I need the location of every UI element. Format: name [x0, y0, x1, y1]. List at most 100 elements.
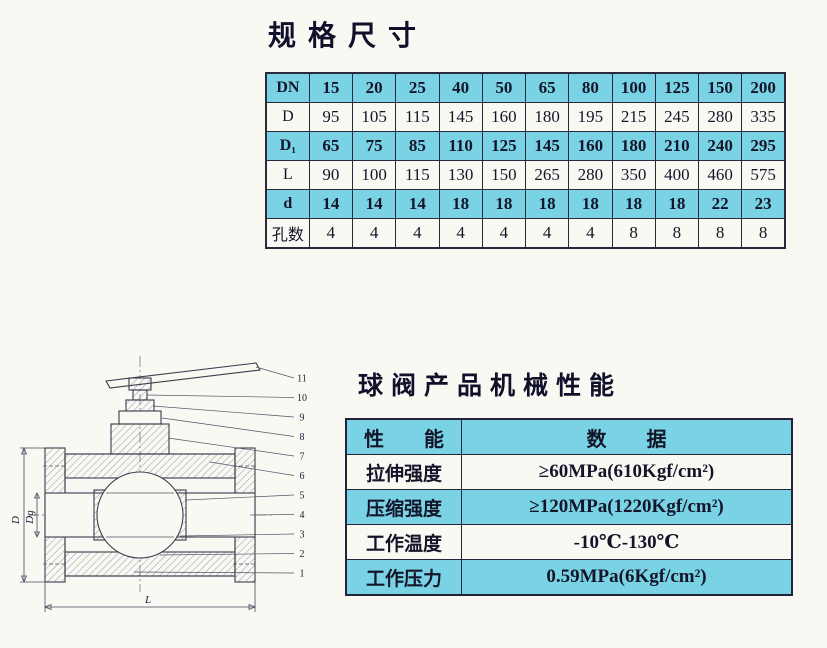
handle-nut: [128, 377, 152, 391]
perf-title: 球阀产品机械性能: [358, 373, 623, 400]
part-number: 7: [300, 452, 305, 463]
ball: [96, 471, 184, 559]
spec-cell: 115: [395, 160, 440, 190]
perf-row-value: -10℃-130℃: [461, 524, 793, 560]
leader-line: [159, 553, 295, 556]
spec-cell: 18: [611, 189, 656, 219]
part-number: 2: [300, 549, 305, 560]
spec-cell: 215: [611, 102, 656, 132]
perf-row-value: ≥120MPa(1220Kgf/cm²): [461, 489, 793, 525]
spec-cell: 280: [697, 102, 743, 132]
spec-cell: 295: [741, 131, 786, 161]
dim-arrows: [20, 446, 28, 584]
dim-arrows: [43, 603, 257, 611]
spec-cell: 125: [481, 131, 527, 161]
perf-row-value: 0.59MPa(6Kgf/cm²): [461, 559, 793, 596]
part-number: 8: [300, 432, 305, 443]
spec-cell: 100: [611, 72, 656, 103]
leader-line: [146, 394, 295, 398]
leader-line: [133, 571, 295, 574]
stuffing-box: [118, 410, 162, 425]
spec-cell: 22: [697, 189, 743, 219]
spec-cell: 50: [481, 72, 527, 103]
perf-header-property: 性 能: [345, 418, 462, 455]
spec-cell: 18: [438, 189, 483, 219]
spec-cell: 4: [481, 218, 527, 249]
spec-cell: 100: [351, 160, 397, 190]
spec-cell: 160: [568, 131, 613, 161]
dim-arrows: [33, 492, 41, 538]
leader-line: [185, 494, 295, 501]
spec-cell: 125: [654, 72, 700, 103]
perf-table-row: 工作温度-10℃-130℃: [345, 524, 793, 560]
spec-cell: 210: [654, 131, 700, 161]
spec-cell: 4: [351, 218, 397, 249]
spec-cell: 65: [308, 131, 354, 161]
perf-row-label: 工作压力: [345, 559, 462, 596]
spec-cell: 350: [611, 160, 656, 190]
spec-cell: 18: [481, 189, 527, 219]
spec-cell: 160: [481, 102, 527, 132]
perf-row-label: 工作温度: [345, 524, 462, 560]
spec-cell: 14: [395, 189, 440, 219]
spec-cell: 18: [568, 189, 613, 219]
spec-cell: 145: [524, 131, 570, 161]
spec-cell: 195: [568, 102, 613, 132]
part-number: 1: [300, 569, 305, 580]
spec-cell: 25: [395, 72, 440, 103]
spec-row-label: L: [265, 160, 310, 190]
spec-cell: 4: [308, 218, 354, 249]
spec-cell: 245: [654, 102, 700, 132]
spec-cell: 145: [438, 102, 483, 132]
spec-cell: 90: [308, 160, 354, 190]
part-number: 6: [300, 471, 305, 482]
spec-cell: 8: [697, 218, 743, 249]
perf-row-value: ≥60MPa(610Kgf/cm²): [461, 454, 793, 490]
leader-line: [179, 533, 295, 537]
spec-cell: 75: [351, 131, 397, 161]
part-number: 3: [300, 530, 305, 541]
spec-cell: 14: [308, 189, 354, 219]
leader-line: [209, 461, 295, 476]
spec-cell: 4: [438, 218, 483, 249]
part-number: 10: [297, 393, 307, 404]
spec-cell: 40: [438, 72, 483, 103]
part-number: 4: [300, 510, 305, 521]
spec-cell: 280: [568, 160, 613, 190]
leader-line: [167, 437, 295, 457]
spec-cell: 65: [524, 72, 570, 103]
spec-cell: 200: [741, 72, 786, 103]
spec-cell: 4: [524, 218, 570, 249]
spec-cell: 400: [654, 160, 700, 190]
spec-cell: 335: [741, 102, 786, 132]
spec-row-label: 孔数: [265, 218, 310, 249]
part-number: 11: [297, 374, 307, 385]
spec-cell: 110: [438, 131, 483, 161]
perf-table: 性 能 数 据 拉伸强度≥60MPa(610Kgf/cm²)压缩强度≥120MP…: [345, 418, 793, 596]
spec-cell: 180: [611, 131, 656, 161]
perf-row-label: 压缩强度: [345, 489, 462, 525]
spec-cell: 14: [351, 189, 397, 219]
spec-cell: 8: [741, 218, 786, 249]
spec-cell: 150: [481, 160, 527, 190]
bonnet: [110, 423, 170, 455]
spec-cell: 130: [438, 160, 483, 190]
perf-header-row: 性 能 数 据: [345, 418, 793, 455]
leader-line: [152, 405, 295, 418]
spec-cell: 20: [351, 72, 397, 103]
stem-nut: [132, 389, 148, 401]
dim-label-D: D: [10, 516, 22, 525]
part-number: 5: [300, 491, 305, 502]
spec-row-label: D₁: [265, 131, 310, 161]
